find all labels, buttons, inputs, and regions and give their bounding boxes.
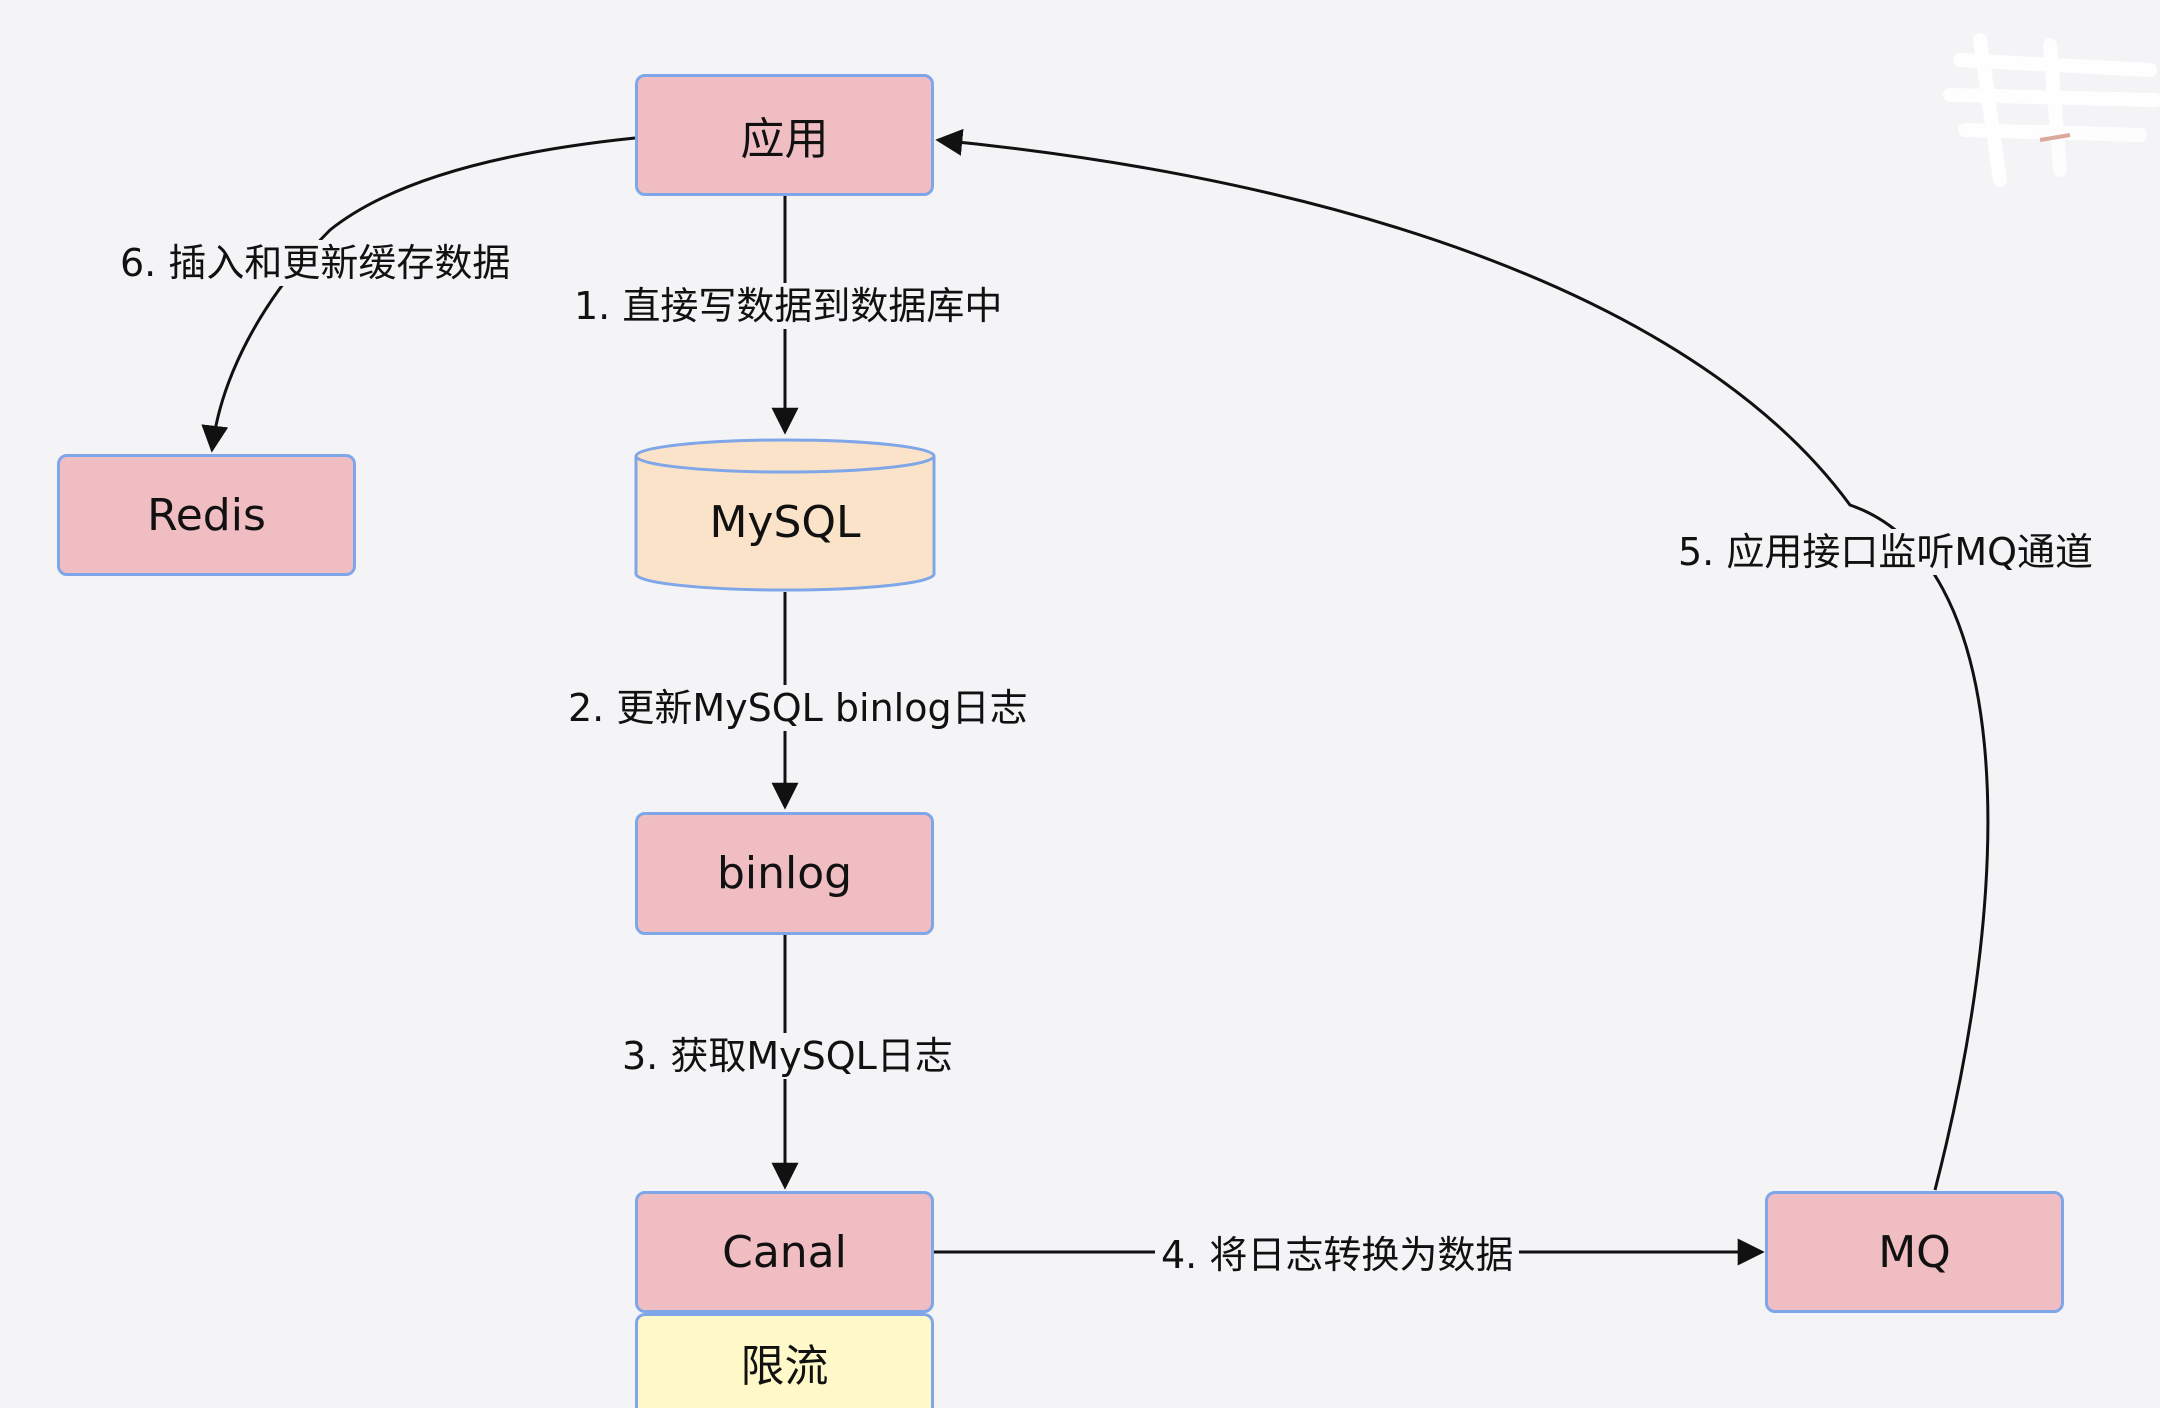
edge-label-step6: 6. 插入和更新缓存数据 xyxy=(114,240,517,286)
edge-label-step5: 5. 应用接口监听MQ通道 xyxy=(1672,529,2100,575)
node-ratelimit: 限流 xyxy=(635,1313,934,1408)
edge-label-step4: 4. 将日志转换为数据 xyxy=(1155,1232,1520,1278)
mysql-cylinder xyxy=(634,438,936,592)
node-canal-label: Canal xyxy=(722,1226,847,1278)
node-mq-label: MQ xyxy=(1878,1226,1951,1278)
edge-mq-to-app xyxy=(935,128,1990,1191)
node-canal: Canal xyxy=(635,1191,934,1313)
edge-label-step3: 3. 获取MySQL日志 xyxy=(616,1033,959,1079)
edge-app-to-redis xyxy=(201,136,636,453)
node-redis: Redis xyxy=(57,454,356,576)
node-binlog-label: binlog xyxy=(716,848,853,899)
node-mq: MQ xyxy=(1765,1191,2064,1313)
node-binlog: binlog xyxy=(635,812,934,935)
edge-label-step1: 1. 直接写数据到数据库中 xyxy=(568,283,1009,329)
node-redis-label: Redis xyxy=(147,489,266,541)
node-mysql-label: MySQL xyxy=(709,496,861,548)
node-mysql: MySQL xyxy=(636,470,934,574)
watermark-scribble xyxy=(1943,33,2160,187)
node-ratelimit-label: 限流 xyxy=(740,1341,829,1392)
node-app: 应用 xyxy=(635,74,934,196)
node-app-label: 应用 xyxy=(740,114,829,165)
edge-label-step2: 2. 更新MySQL binlog日志 xyxy=(562,685,1034,731)
